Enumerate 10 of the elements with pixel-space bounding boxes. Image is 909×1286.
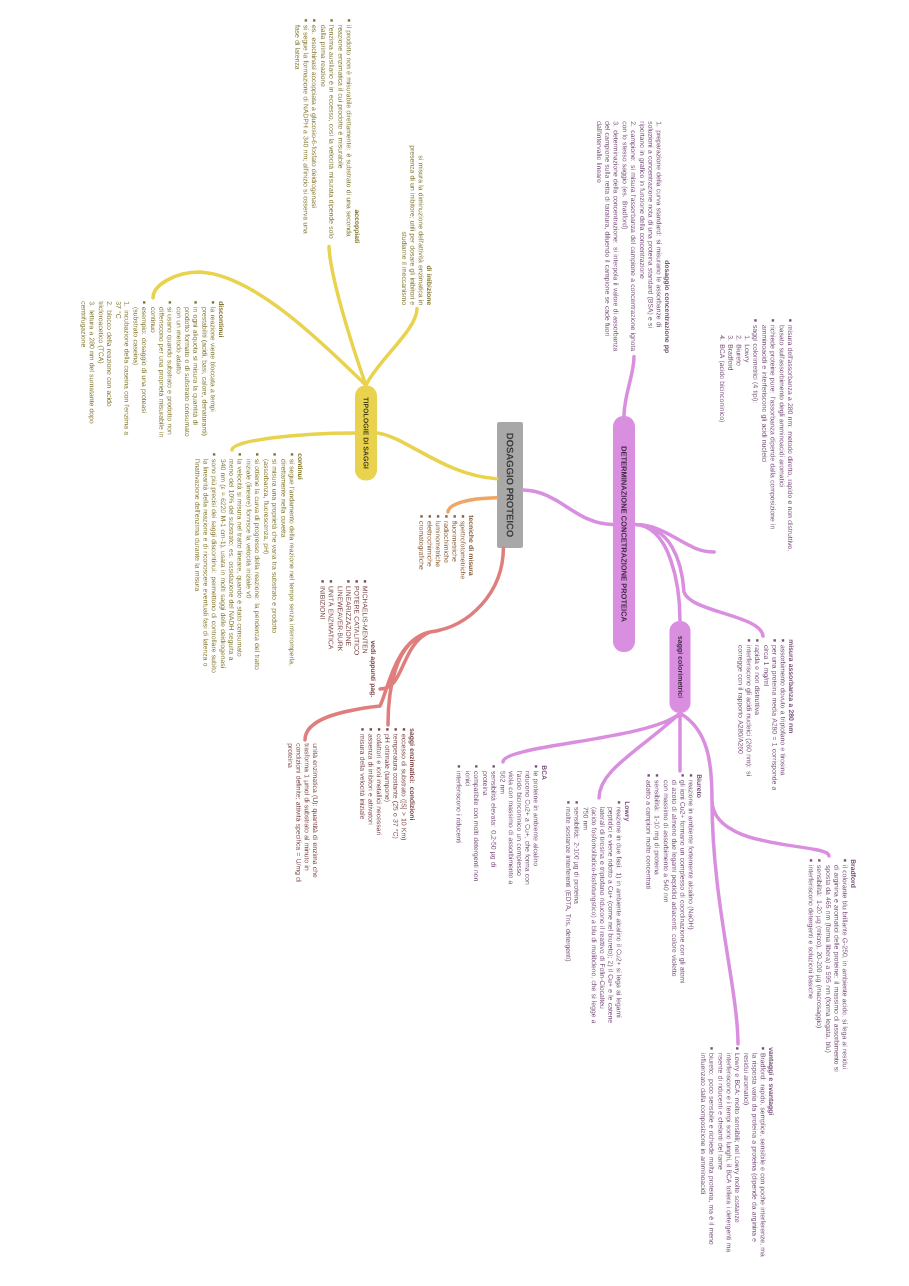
branch-line (501, 711, 831, 1046)
branch-line (230, 431, 357, 452)
branch-line (375, 431, 499, 481)
branch-line (633, 522, 765, 638)
branch-line (521, 488, 615, 527)
branch-line (622, 354, 636, 418)
branch-line (151, 244, 419, 388)
branch-line (446, 495, 499, 514)
branch-line (303, 546, 506, 742)
topic-box: DOSAGGIO PROTEICO (497, 422, 523, 548)
